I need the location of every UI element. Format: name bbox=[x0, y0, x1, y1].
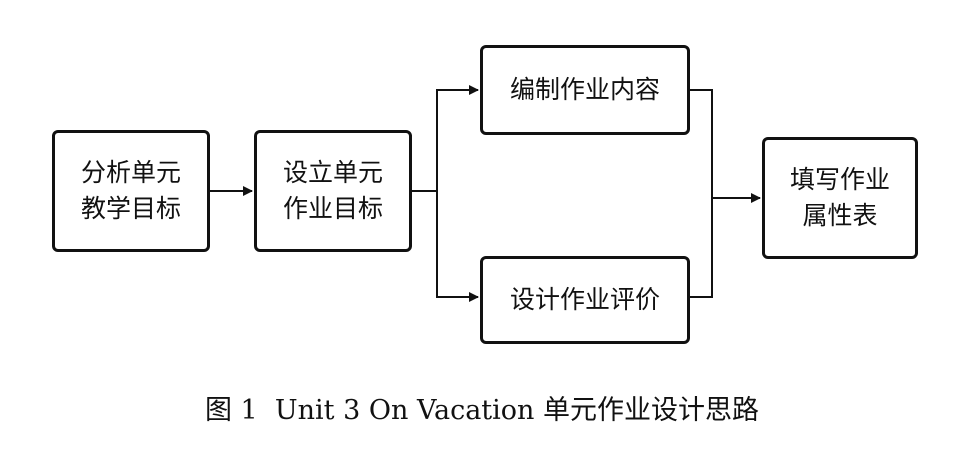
node-design-homework-evaluation: 设计作业评价 bbox=[480, 256, 690, 344]
node-compile-homework-content: 编制作业内容 bbox=[480, 45, 690, 135]
node-analyze-line-1: 分析单元 bbox=[80, 158, 181, 187]
node-set-homework-goals: 设立单元 作业目标 bbox=[254, 130, 412, 252]
node-fill-line-1: 填写作业 bbox=[789, 165, 890, 194]
arrow-set-goals-to-compile bbox=[412, 85, 479, 192]
node-analyze-line-2: 教学目标 bbox=[80, 194, 181, 223]
node-compile-line-1: 编制作业内容 bbox=[509, 75, 660, 104]
node-fill-line-2: 属性表 bbox=[802, 201, 878, 230]
arrow-set-goals-to-evaluate bbox=[436, 191, 479, 302]
node-fill-attribute-table: 填写作业 属性表 bbox=[762, 137, 918, 259]
node-analyze-teaching-goals: 分析单元 教学目标 bbox=[52, 130, 210, 252]
node-evaluate-line-1: 设计作业评价 bbox=[509, 285, 660, 314]
node-set-goals-line-1: 设立单元 bbox=[282, 158, 383, 187]
figure-caption: 图 1 Unit 3 On Vacation 单元作业设计思路 bbox=[204, 395, 760, 426]
line-compile-to-merge bbox=[690, 89, 713, 298]
node-set-goals-line-2: 作业目标 bbox=[282, 194, 383, 223]
